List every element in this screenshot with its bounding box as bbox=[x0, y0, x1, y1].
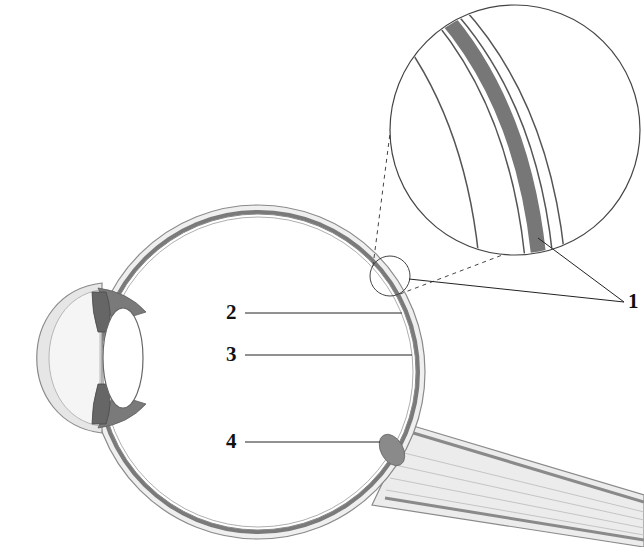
optic-nerve bbox=[372, 425, 644, 547]
nerve-sheath bbox=[385, 498, 644, 540]
nerve-sheath bbox=[410, 432, 644, 502]
callout-number: 4 bbox=[226, 430, 237, 453]
leader-line bbox=[409, 279, 624, 302]
zoom-layers bbox=[360, 0, 566, 270]
vitreous-body bbox=[103, 217, 413, 527]
zoom-circle bbox=[390, 5, 640, 255]
cornea bbox=[37, 283, 102, 433]
lens bbox=[103, 308, 143, 408]
nerve-fibre bbox=[390, 478, 644, 528]
leader-line bbox=[245, 355, 412, 356]
leader-line bbox=[245, 313, 402, 314]
leader-line bbox=[245, 442, 380, 443]
nerve-body bbox=[372, 425, 644, 547]
detail-marker bbox=[370, 256, 410, 296]
nerve-fibre bbox=[400, 452, 644, 512]
callout-number: 1 bbox=[628, 290, 639, 313]
retina bbox=[100, 214, 416, 530]
sclera-edge bbox=[434, 0, 554, 270]
leader-line bbox=[538, 238, 624, 302]
sclera-edge bbox=[446, 0, 566, 270]
sclera bbox=[91, 205, 425, 539]
nerve-fibre bbox=[395, 465, 644, 520]
optic-disc bbox=[374, 430, 410, 470]
choroid bbox=[96, 210, 420, 534]
callout-number: 2 bbox=[226, 301, 237, 324]
nerve-fibre bbox=[386, 490, 644, 535]
choroid-band bbox=[420, 0, 540, 270]
anterior-chamber bbox=[49, 290, 100, 426]
callout-number: 3 bbox=[226, 343, 237, 366]
